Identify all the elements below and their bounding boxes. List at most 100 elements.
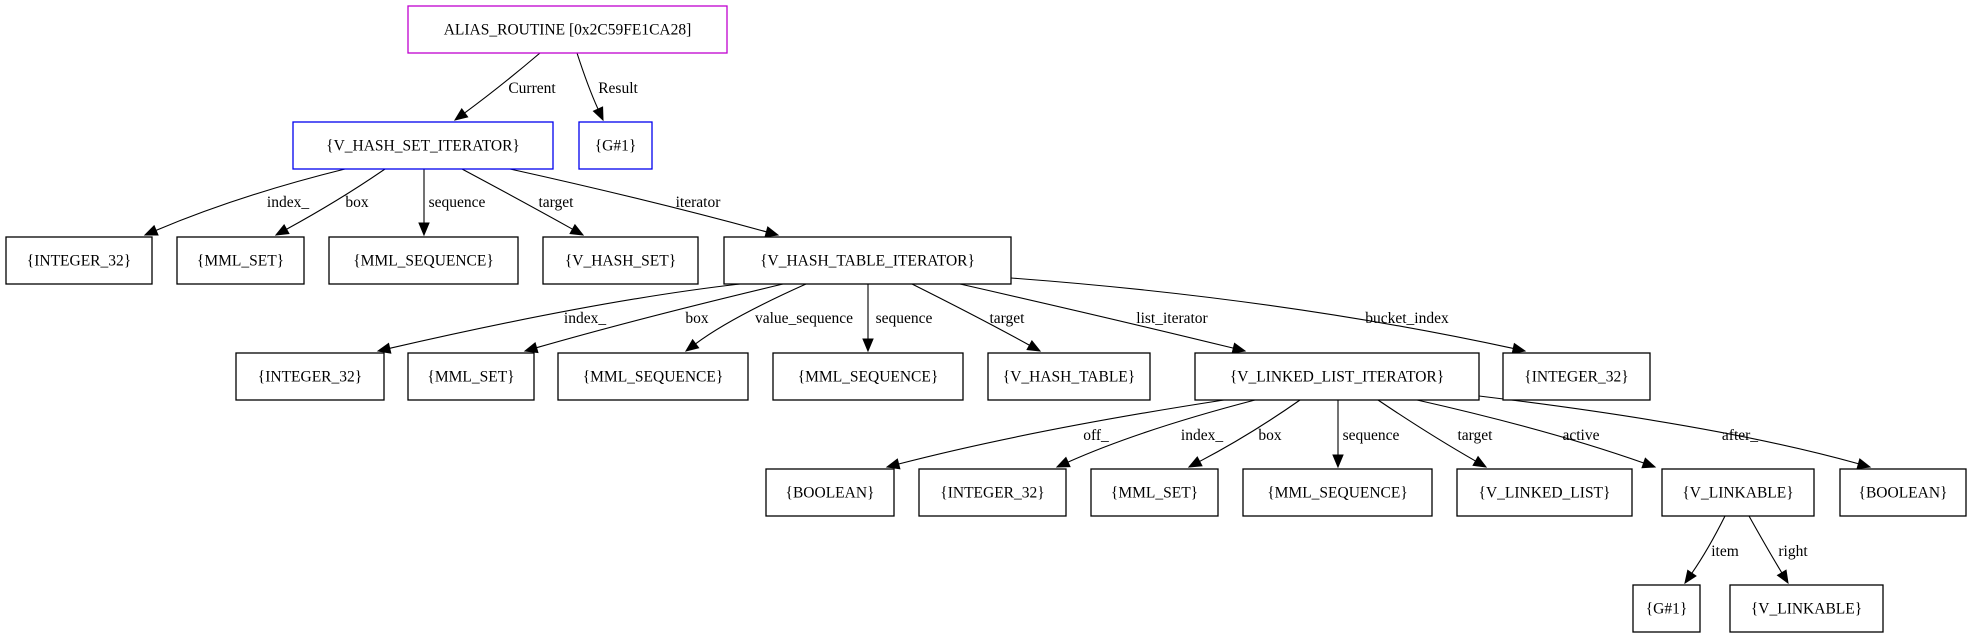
node-box [765, 468, 895, 517]
arrowhead [1332, 454, 1344, 469]
node-alias-routine: ALIAS_ROUTINE [0x2C59FE1CA28] [407, 5, 728, 54]
nodes-layer: ALIAS_ROUTINE [0x2C59FE1CA28] {V_HASH_SET… [5, 5, 1967, 633]
edge-target: target [461, 168, 585, 236]
edge-value-sequence: value_sequence [684, 283, 853, 352]
node-box [987, 352, 1151, 401]
node-mml-sequence-b: {MML_SEQUENCE} [557, 352, 749, 401]
arrowhead [1641, 457, 1657, 469]
arrowhead [862, 338, 874, 353]
node-box [407, 352, 535, 401]
edge-current: Current [453, 52, 556, 121]
node-integer-32-d: {INTEGER_32} [918, 468, 1067, 517]
node-label: ALIAS_ROUTINE [0x2C59FE1CA28] [444, 22, 692, 39]
node-g1-item: {G#1} [1632, 584, 1701, 633]
node-box [723, 236, 1012, 285]
edge-label: sequence [429, 194, 486, 211]
arrowhead [523, 342, 539, 354]
edge-index: index_ [1055, 399, 1256, 468]
edge-line [1199, 399, 1301, 462]
edge-line [155, 168, 346, 231]
edge-line [1010, 277, 1514, 350]
node-box [1456, 468, 1633, 517]
arrowhead [1684, 569, 1697, 585]
node-label: {V_LINKED_LIST_ITERATOR} [1230, 369, 1444, 386]
edge-line [389, 283, 741, 349]
node-v-linkable: {V_LINKABLE} [1661, 468, 1815, 517]
edge-active: active [1416, 399, 1657, 469]
node-box [235, 352, 385, 401]
edge-after: after_ [1478, 395, 1872, 470]
edge-result: Result [576, 52, 638, 122]
node-box [557, 352, 749, 401]
node-mml-set-a: {MML_SET} [176, 236, 305, 285]
edge-line [1377, 399, 1476, 462]
arrowhead [376, 342, 392, 354]
arrowhead [764, 226, 780, 238]
edge-line [461, 168, 573, 230]
node-box [1729, 584, 1884, 633]
node-label: {MML_SEQUENCE} [1267, 485, 1408, 502]
edge-item: item [1684, 515, 1739, 585]
node-box [176, 236, 305, 285]
arrowhead [1187, 456, 1203, 468]
node-label: {V_LINKABLE} [1751, 601, 1862, 618]
edge-label: Current [508, 80, 556, 97]
node-label: {G#1} [595, 138, 637, 155]
node-label: {V_LINKED_LIST} [1479, 485, 1611, 502]
arrowhead [1026, 339, 1042, 352]
node-mml-set-c: {MML_SET} [1090, 468, 1219, 517]
edge-line [911, 283, 1030, 346]
arrowhead [1856, 458, 1872, 470]
edge-label: index_ [564, 310, 606, 327]
node-label: {G#1} [1646, 601, 1688, 618]
node-v-linked-list: {V_LINKED_LIST} [1456, 468, 1633, 517]
node-mml-sequence-c: {MML_SEQUENCE} [772, 352, 964, 401]
node-label: {INTEGER_32} [1524, 369, 1628, 386]
node-box [578, 121, 653, 170]
node-box [772, 352, 964, 401]
arrowhead [569, 223, 585, 236]
arrowhead [684, 338, 700, 352]
edge-label: off_ [1083, 427, 1109, 444]
edge-line [1691, 515, 1726, 574]
node-box [1090, 468, 1219, 517]
node-label: {MML_SET} [427, 369, 514, 386]
edge-label: active [1562, 427, 1599, 444]
arrowhead [1776, 569, 1789, 585]
edge-label: target [538, 194, 574, 211]
node-label: {MML_SET} [1111, 485, 1198, 502]
edge-label: sequence [876, 310, 933, 327]
edge-iterator: iterator [509, 168, 780, 238]
node-boolean-b: {BOOLEAN} [1839, 468, 1967, 517]
node-box [407, 5, 728, 54]
node-label: {V_HASH_SET} [565, 253, 676, 270]
edge-label: target [1457, 427, 1493, 444]
edge-line [1748, 515, 1783, 574]
node-box [1839, 468, 1967, 517]
edge-box: box [1187, 399, 1301, 468]
edge-label: index_ [1181, 427, 1223, 444]
node-v-hash-table-iterator: {V_HASH_TABLE_ITERATOR} [723, 236, 1012, 285]
arrowhead [1472, 455, 1488, 468]
node-label: {INTEGER_32} [940, 485, 1044, 502]
node-integer-32-a: {INTEGER_32} [5, 236, 153, 285]
edge-label: value_sequence [755, 310, 853, 327]
edge-label: list_iterator [1136, 310, 1208, 327]
node-g1-result: {G#1} [578, 121, 653, 170]
node-box [1661, 468, 1815, 517]
edge-label: box [685, 310, 709, 327]
edge-label: Result [598, 80, 638, 97]
edge-target: target [911, 283, 1042, 352]
node-box [328, 236, 519, 285]
edge-label: right [1778, 543, 1808, 560]
edge-label: after_ [1722, 427, 1758, 444]
edge-label: target [989, 310, 1025, 327]
node-box [918, 468, 1067, 517]
edge-line [1478, 395, 1859, 465]
edge-line [286, 168, 386, 230]
arrowhead [1511, 342, 1527, 354]
edge-box: box [274, 168, 386, 236]
edge-label: bucket_index [1365, 310, 1449, 327]
node-mml-sequence-a: {MML_SEQUENCE} [328, 236, 519, 285]
